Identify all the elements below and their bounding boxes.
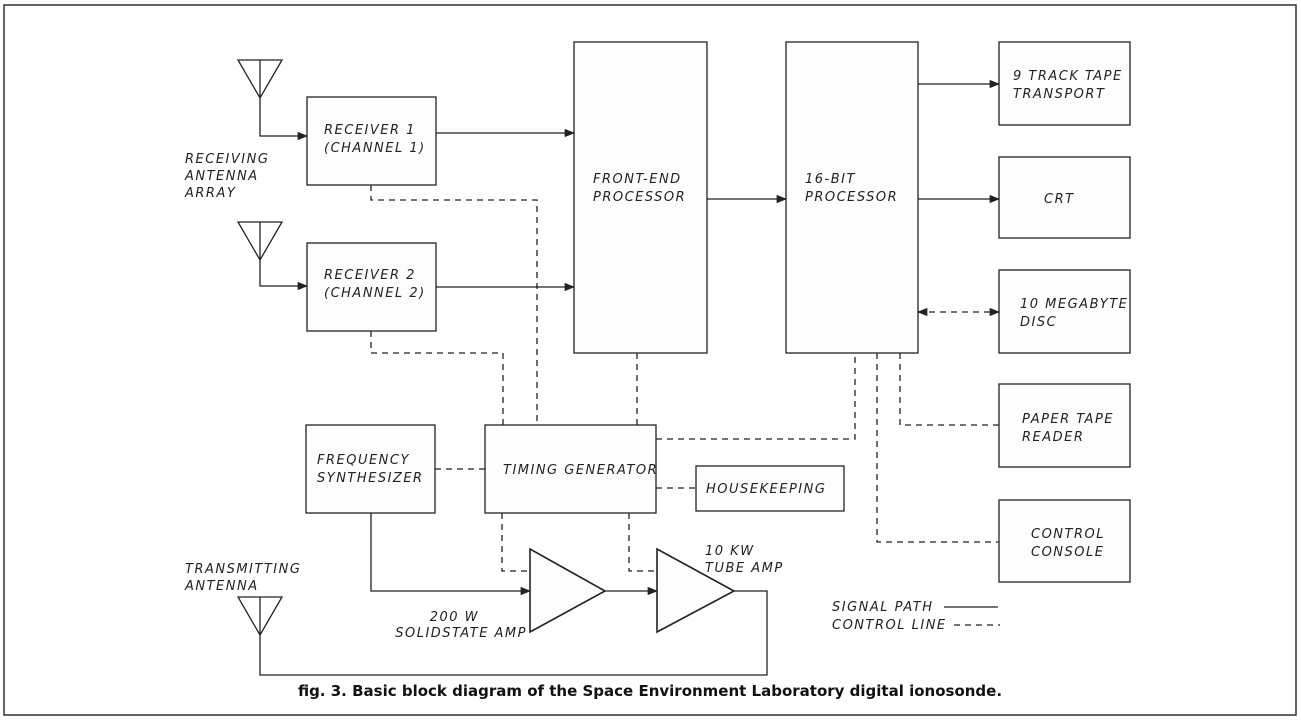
svg-text:RECEIVER 1: RECEIVER 1 <box>324 123 416 138</box>
svg-text:CONTROL: CONTROL <box>1031 527 1105 542</box>
paper-tape-reader-label: PAPER TAPE READER <box>1022 412 1114 445</box>
signal-paths <box>259 79 1001 676</box>
svg-text:TIMING GENERATOR: TIMING GENERATOR <box>503 463 658 478</box>
figure-caption: fig. 3. Basic block diagram of the Space… <box>298 682 1002 700</box>
crt-label: CRT <box>1044 192 1075 207</box>
timing-generator-block <box>484 424 657 514</box>
tape-transport-label: 9 TRACK TAPE TRANSPORT <box>1013 69 1123 102</box>
frequency-synthesizer-block <box>305 424 436 514</box>
amp-200w-label: 200 W SOLIDSTATE AMP <box>395 610 527 641</box>
paper-tape-reader-block <box>998 383 1131 468</box>
processor-16bit-label: 16-BIT PROCESSOR <box>805 172 898 205</box>
figure-border <box>3 4 1297 716</box>
svg-text:TRANSMITTING: TRANSMITTING <box>185 562 301 577</box>
svg-text:RECEIVING: RECEIVING <box>185 152 269 167</box>
svg-text:10 MEGABYTE: 10 MEGABYTE <box>1020 297 1128 312</box>
svg-text:PAPER TAPE: PAPER TAPE <box>1022 412 1114 427</box>
svg-text:16-BIT: 16-BIT <box>805 172 856 187</box>
svg-text:PROCESSOR: PROCESSOR <box>805 190 898 205</box>
svg-text:DISC: DISC <box>1020 315 1057 330</box>
svg-text:CRT: CRT <box>1044 192 1075 207</box>
svg-text:PROCESSOR: PROCESSOR <box>593 190 686 205</box>
transmitting-antenna-label: TRANSMITTING ANTENNA <box>184 562 301 594</box>
transmitting-antenna-icon <box>236 596 284 637</box>
frequency-synthesizer-label: FREQUENCY SYNTHESIZER <box>317 453 424 486</box>
receiving-antenna-2-icon <box>236 221 284 262</box>
receiver-2-label: RECEIVER 2 (CHANNEL 2) <box>324 268 426 301</box>
disc-label: 10 MEGABYTE DISC <box>1020 297 1128 330</box>
control-console-block <box>998 499 1131 583</box>
svg-text:SOLIDSTATE AMP: SOLIDSTATE AMP <box>395 626 527 641</box>
svg-text:ANTENNA: ANTENNA <box>184 169 259 184</box>
svg-text:HOUSEKEEPING: HOUSEKEEPING <box>706 482 826 497</box>
receiving-antenna-1-icon <box>236 59 284 100</box>
svg-text:10 KW: 10 KW <box>705 544 755 559</box>
control-console-label: CONTROL CONSOLE <box>1031 527 1105 560</box>
receiver-1-label: RECEIVER 1 (CHANNEL 1) <box>324 123 426 156</box>
amp-10kw-label: 10 KW TUBE AMP <box>705 544 784 576</box>
housekeeping-block <box>695 465 845 512</box>
svg-text:200 W: 200 W <box>430 610 479 625</box>
legend-signal-label: SIGNAL PATH <box>832 600 934 615</box>
receiving-antenna-label: RECEIVING ANTENNA ARRAY <box>184 152 269 201</box>
front-end-processor-label: FRONT-END PROCESSOR <box>593 172 686 205</box>
svg-text:CONSOLE: CONSOLE <box>1031 545 1104 560</box>
svg-text:RECEIVER 2: RECEIVER 2 <box>324 268 416 283</box>
amp-200w-triangle <box>529 547 607 634</box>
housekeeping-label: HOUSEKEEPING <box>706 482 826 497</box>
svg-text:TRANSPORT: TRANSPORT <box>1013 87 1105 102</box>
svg-text:SYNTHESIZER: SYNTHESIZER <box>317 471 424 486</box>
svg-text:FREQUENCY: FREQUENCY <box>317 453 410 468</box>
svg-text:(CHANNEL 1): (CHANNEL 1) <box>324 141 426 156</box>
svg-text:FRONT-END: FRONT-END <box>593 172 682 187</box>
svg-text:TUBE AMP: TUBE AMP <box>705 561 784 576</box>
control-lines <box>370 185 1001 572</box>
legend: SIGNAL PATH CONTROL LINE <box>832 600 1000 633</box>
svg-text:9 TRACK TAPE: 9 TRACK TAPE <box>1013 69 1123 84</box>
svg-text:(CHANNEL 2): (CHANNEL 2) <box>324 286 426 301</box>
svg-text:ANTENNA: ANTENNA <box>184 579 259 594</box>
svg-text:ARRAY: ARRAY <box>184 186 236 201</box>
front-end-processor-block <box>573 41 708 354</box>
timing-generator-label: TIMING GENERATOR <box>503 463 658 478</box>
legend-control-label: CONTROL LINE <box>832 618 947 633</box>
svg-text:READER: READER <box>1022 430 1084 445</box>
receiver-2-block <box>306 242 437 332</box>
